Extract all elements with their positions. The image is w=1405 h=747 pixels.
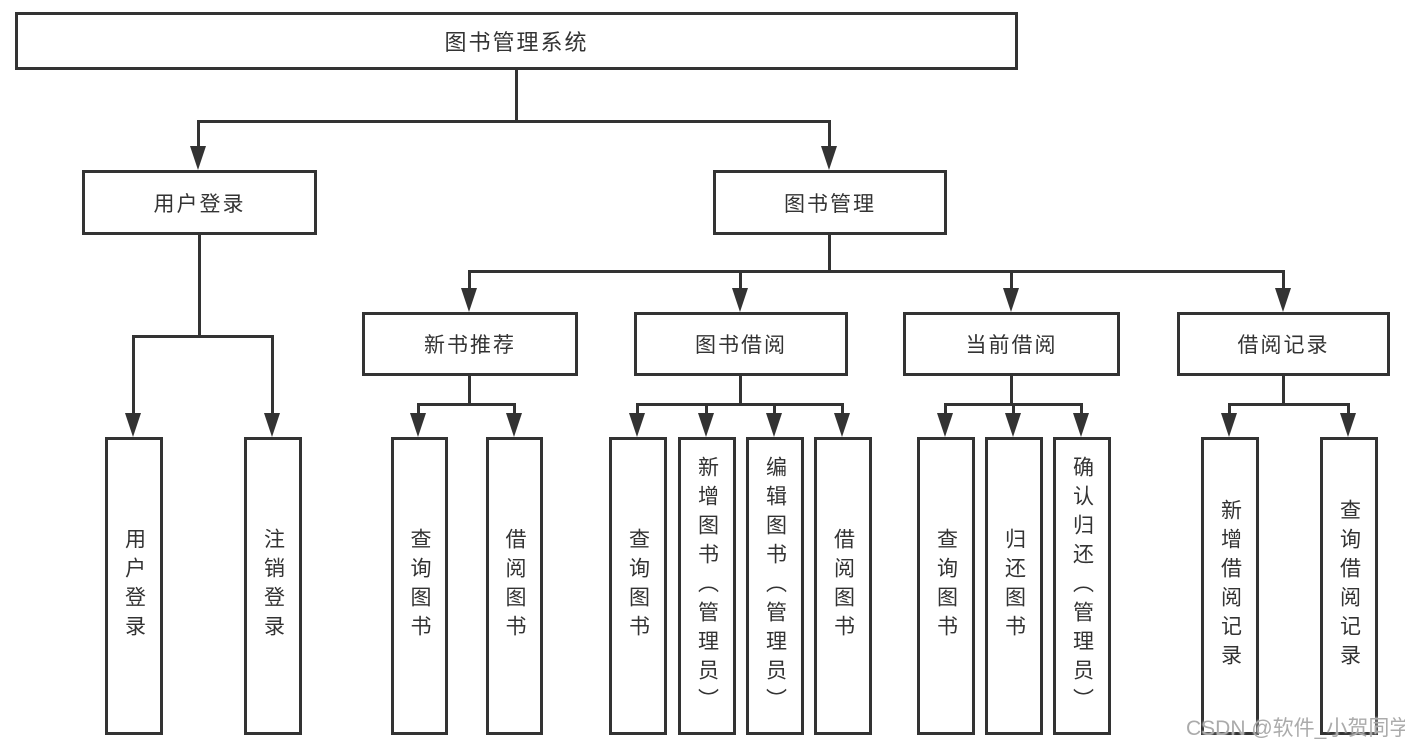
connector-leaf-line — [636, 403, 639, 415]
connector-to-leaf-user-login — [132, 335, 135, 415]
leaf-query-books-current: 查询图书 — [917, 437, 975, 735]
leaf-label: 注销登录 — [261, 528, 285, 644]
arrow-down-icon — [834, 413, 850, 437]
arrow-down-icon — [1073, 413, 1089, 437]
leaf-label: 确认归还（管理员） — [1070, 455, 1094, 717]
connector-book-management-bus — [468, 270, 1285, 273]
leaf-confirm-return-admin: 确认归还（管理员） — [1053, 437, 1111, 735]
node-borrow-records: 借阅记录 — [1177, 312, 1390, 376]
leaf-label: 用户登录 — [122, 528, 146, 644]
node-library-management-system: 图书管理系统 — [15, 12, 1018, 70]
leaf-label: 查询图书 — [408, 528, 431, 644]
arrow-down-icon — [506, 413, 522, 437]
connector-to-borrow-records — [1282, 270, 1285, 290]
connector-leaf-line — [944, 403, 947, 415]
connector-current-borrow-stem — [1010, 376, 1013, 406]
leaf-label: 查询图书 — [626, 528, 650, 644]
node-label: 借阅记录 — [1237, 334, 1330, 357]
leaf-label: 借阅图书 — [831, 528, 855, 644]
connector-borrow-records-bus — [1228, 403, 1350, 406]
leaf-edit-books-admin: 编辑图书（管理员） — [746, 437, 804, 735]
node-book-management: 图书管理 — [713, 170, 947, 235]
leaf-label: 查询借阅记录 — [1337, 499, 1361, 673]
node-label: 图书管理 — [784, 192, 876, 216]
connector-book-borrow-bus — [636, 403, 844, 406]
connector-borrow-records-stem — [1282, 376, 1285, 406]
connector-leaf-line — [1347, 403, 1350, 415]
leaf-label: 编辑图书（管理员） — [763, 455, 787, 717]
connector-leaf-line — [705, 403, 708, 415]
csdn-watermark: CSDN @软件_小贺同学 — [1186, 717, 1405, 740]
connector-root-bus — [197, 120, 831, 123]
leaf-label: 归还图书 — [1002, 528, 1026, 644]
connector-to-book-borrow — [739, 270, 742, 290]
leaf-borrow-books-newbooks: 借阅图书 — [486, 437, 543, 735]
leaf-label: 借阅图书 — [503, 528, 526, 644]
connector-leaf-line — [513, 403, 516, 415]
connector-book-borrow-stem — [739, 376, 742, 406]
leaf-query-books-newbooks: 查询图书 — [391, 437, 448, 735]
leaf-query-borrow-record: 查询借阅记录 — [1320, 437, 1378, 735]
arrow-down-icon — [1275, 288, 1291, 312]
node-current-borrow: 当前借阅 — [903, 312, 1120, 376]
connector-to-leaf-logout — [271, 335, 274, 415]
leaf-label: 查询图书 — [934, 528, 958, 644]
connector-user-login-bus — [132, 335, 274, 338]
leaf-label: 新增图书（管理员） — [695, 455, 719, 717]
node-label: 图书管理系统 — [444, 30, 589, 55]
connector-to-current-borrow — [1010, 270, 1013, 290]
arrow-down-icon — [125, 413, 141, 437]
connector-root-to-user-login — [197, 120, 200, 148]
connector-leaf-line — [1012, 403, 1015, 415]
leaf-logout: 注销登录 — [244, 437, 302, 735]
arrow-down-icon — [461, 288, 477, 312]
node-label: 新书推荐 — [424, 334, 516, 357]
arrow-down-icon — [821, 146, 837, 170]
connector-leaf-line — [841, 403, 844, 415]
connector-root-stem — [515, 70, 518, 122]
arrow-down-icon — [190, 146, 206, 170]
arrow-down-icon — [1340, 413, 1356, 437]
connector-root-to-book-management — [828, 120, 831, 148]
node-new-book-recommend: 新书推荐 — [362, 312, 578, 376]
node-user-login: 用户登录 — [82, 170, 317, 235]
connector-user-login-stem — [198, 235, 201, 338]
node-label: 当前借阅 — [965, 334, 1058, 357]
leaf-add-books-admin: 新增图书（管理员） — [678, 437, 736, 735]
arrow-down-icon — [937, 413, 953, 437]
node-book-borrow: 图书借阅 — [634, 312, 848, 376]
connector-leaf-line — [1228, 403, 1231, 415]
connector-book-management-stem — [828, 235, 831, 273]
connector-to-new-books — [468, 270, 471, 290]
leaf-label: 新增借阅记录 — [1218, 499, 1242, 673]
arrow-down-icon — [698, 413, 714, 437]
connector-leaf-line — [1080, 403, 1083, 415]
connector-leaf-line — [417, 403, 420, 415]
arrow-down-icon — [766, 413, 782, 437]
leaf-user-login: 用户登录 — [105, 437, 163, 735]
connector-new-books-bus — [417, 403, 516, 406]
connector-leaf-line — [773, 403, 776, 415]
node-label: 用户登录 — [153, 192, 246, 216]
arrow-down-icon — [1221, 413, 1237, 437]
connector-new-books-stem — [468, 376, 471, 406]
leaf-borrow-books-borrow: 借阅图书 — [814, 437, 872, 735]
arrow-down-icon — [410, 413, 426, 437]
leaf-add-borrow-record: 新增借阅记录 — [1201, 437, 1259, 735]
leaf-query-books-borrow: 查询图书 — [609, 437, 667, 735]
arrow-down-icon — [1003, 288, 1019, 312]
arrow-down-icon — [732, 288, 748, 312]
arrow-down-icon — [629, 413, 645, 437]
arrow-down-icon — [264, 413, 280, 437]
arrow-down-icon — [1005, 413, 1021, 437]
leaf-return-books: 归还图书 — [985, 437, 1043, 735]
node-label: 图书借阅 — [695, 334, 787, 357]
